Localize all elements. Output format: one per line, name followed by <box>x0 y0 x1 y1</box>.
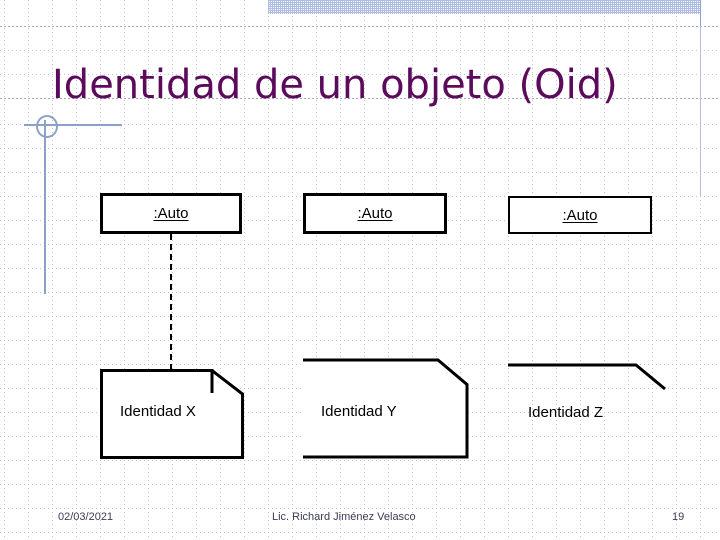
note-identidad-y-label: Identidad Y <box>321 403 397 420</box>
note-identidad-x-label: Identidad X <box>120 403 196 420</box>
footer-page-number: 19 <box>672 511 685 523</box>
note-identidad-y[interactable]: Identidad Y <box>303 358 493 460</box>
object-box-2-label: :Auto <box>357 205 393 222</box>
object-box-1[interactable]: :Auto <box>100 193 242 234</box>
footer-date: 02/03/2021 <box>58 511 114 523</box>
note-anchor-dashed-line <box>170 234 172 370</box>
object-box-3-label: :Auto <box>562 206 598 224</box>
note-identidad-z-label: Identidad Z <box>528 404 604 421</box>
object-box-1-label: :Auto <box>153 205 189 222</box>
footer-author: Lic. Richard Jiménez Velasco <box>272 511 416 523</box>
page-title: Identidad de un objeto (Oid) <box>52 62 618 108</box>
hatched-band-icon <box>268 0 700 14</box>
right-vertical-rule <box>700 0 701 196</box>
note-identidad-x[interactable]: Identidad X <box>100 369 246 461</box>
note-identidad-z[interactable]: Identidad Z <box>508 362 688 452</box>
circle-with-vertical-line-icon <box>36 115 58 138</box>
vertical-accent-rule <box>44 120 46 294</box>
right-vertical-rule-dark <box>700 0 701 26</box>
object-box-3[interactable]: :Auto <box>508 196 652 234</box>
horizontal-accent-rule <box>24 124 122 126</box>
object-box-2[interactable]: :Auto <box>303 193 447 234</box>
